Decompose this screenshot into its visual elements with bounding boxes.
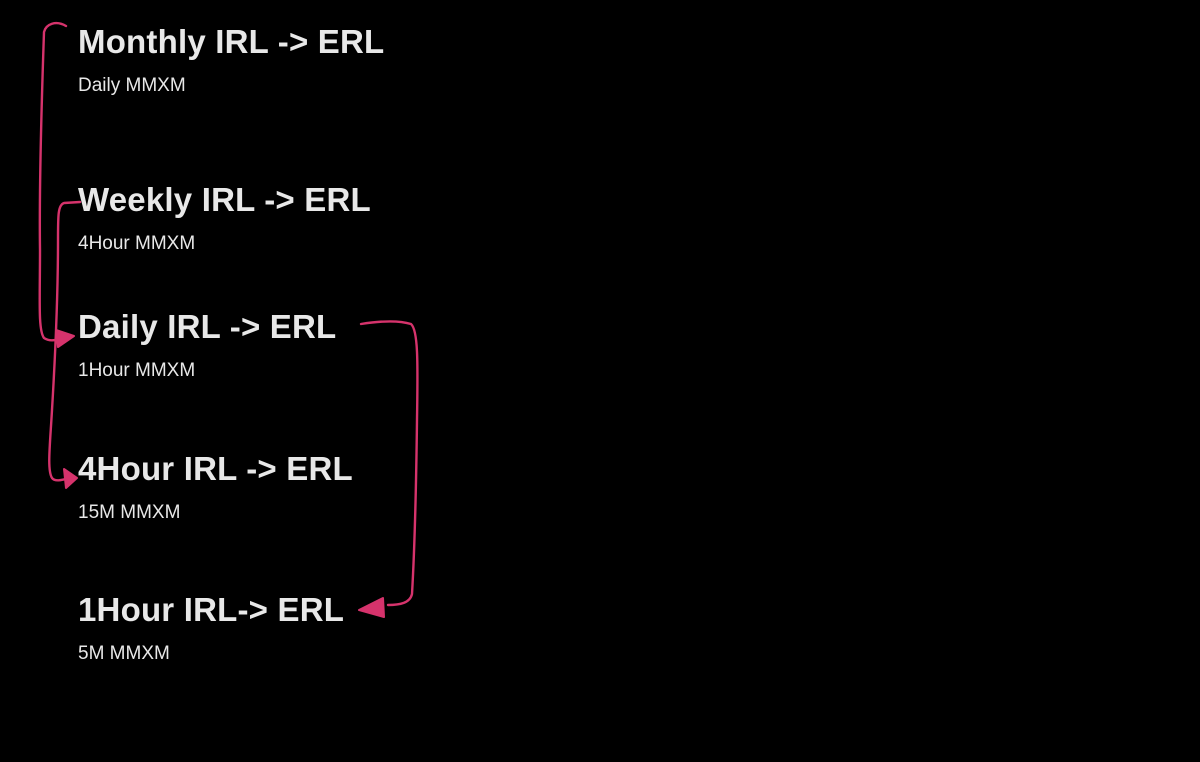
arrowhead-4hour	[63, 468, 78, 489]
entry-title: 1Hour IRL-> ERL	[78, 591, 345, 628]
arrowhead-1hour	[358, 597, 385, 618]
entry-title: Daily IRL -> ERL	[78, 308, 337, 345]
entry-4hour: 4Hour IRL -> ERL 15M MMXM	[78, 449, 353, 525]
entry-1hour: 1Hour IRL-> ERL 5M MMXM	[78, 590, 344, 666]
arrow-monthly-to-daily	[38, 21, 68, 342]
entry-subtitle: 4Hour MMXM	[78, 233, 196, 254]
entry-monthly: Monthly IRL -> ERL Daily MMXM	[78, 22, 384, 98]
arrow-daily-to-1hour	[359, 320, 419, 607]
arrowhead-daily	[55, 329, 75, 348]
entry-title: Monthly IRL -> ERL	[78, 23, 385, 60]
entry-weekly: Weekly IRL -> ERL 4Hour MMXM	[78, 180, 371, 256]
entry-title: 4Hour IRL -> ERL	[78, 450, 353, 487]
entry-subtitle: 5M MMXM	[78, 643, 170, 664]
entry-daily: Daily IRL -> ERL 1Hour MMXM	[78, 307, 336, 383]
arrow-weekly-to-4hour	[48, 200, 82, 482]
entry-subtitle: 1Hour MMXM	[78, 360, 196, 381]
entry-subtitle: 15M MMXM	[78, 502, 181, 523]
entry-subtitle: Daily MMXM	[78, 75, 186, 96]
entry-title: Weekly IRL -> ERL	[78, 181, 371, 218]
